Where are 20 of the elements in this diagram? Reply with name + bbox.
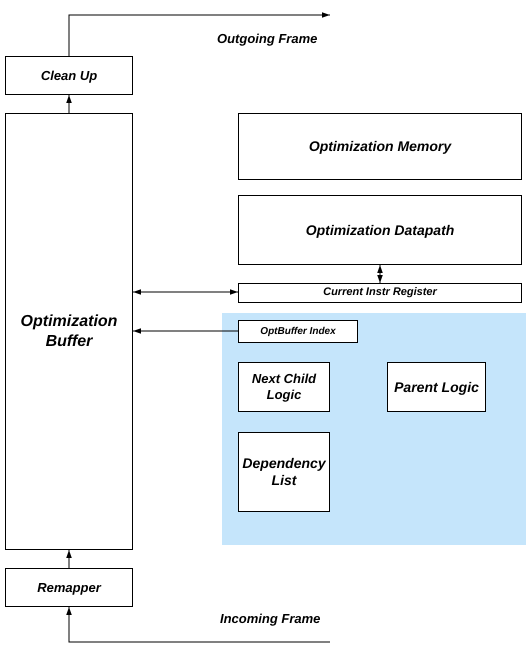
arrow [377,264,383,284]
edge-label: Incoming Frame [218,611,322,626]
process-box: OptBuffer Index [238,320,358,343]
arrow [66,550,72,568]
process-box: Parent Logic [387,362,486,412]
process-box: Dependency List [238,432,330,512]
process-box: Optimization Buffer [5,113,133,550]
process-box: Next Child Logic [238,362,330,412]
process-box: Optimization Memory [238,113,522,180]
process-box: Clean Up [5,56,133,95]
highlight-panel [222,313,526,545]
process-box: Current Instr Register [238,283,522,303]
edge-label: Outgoing Frame [215,31,320,46]
arrow [66,606,330,642]
process-box: Optimization Datapath [238,195,522,265]
arrow [68,12,330,56]
arrow [132,328,238,334]
arrow [66,94,72,114]
arrow [132,289,238,295]
process-box: Remapper [5,568,133,607]
